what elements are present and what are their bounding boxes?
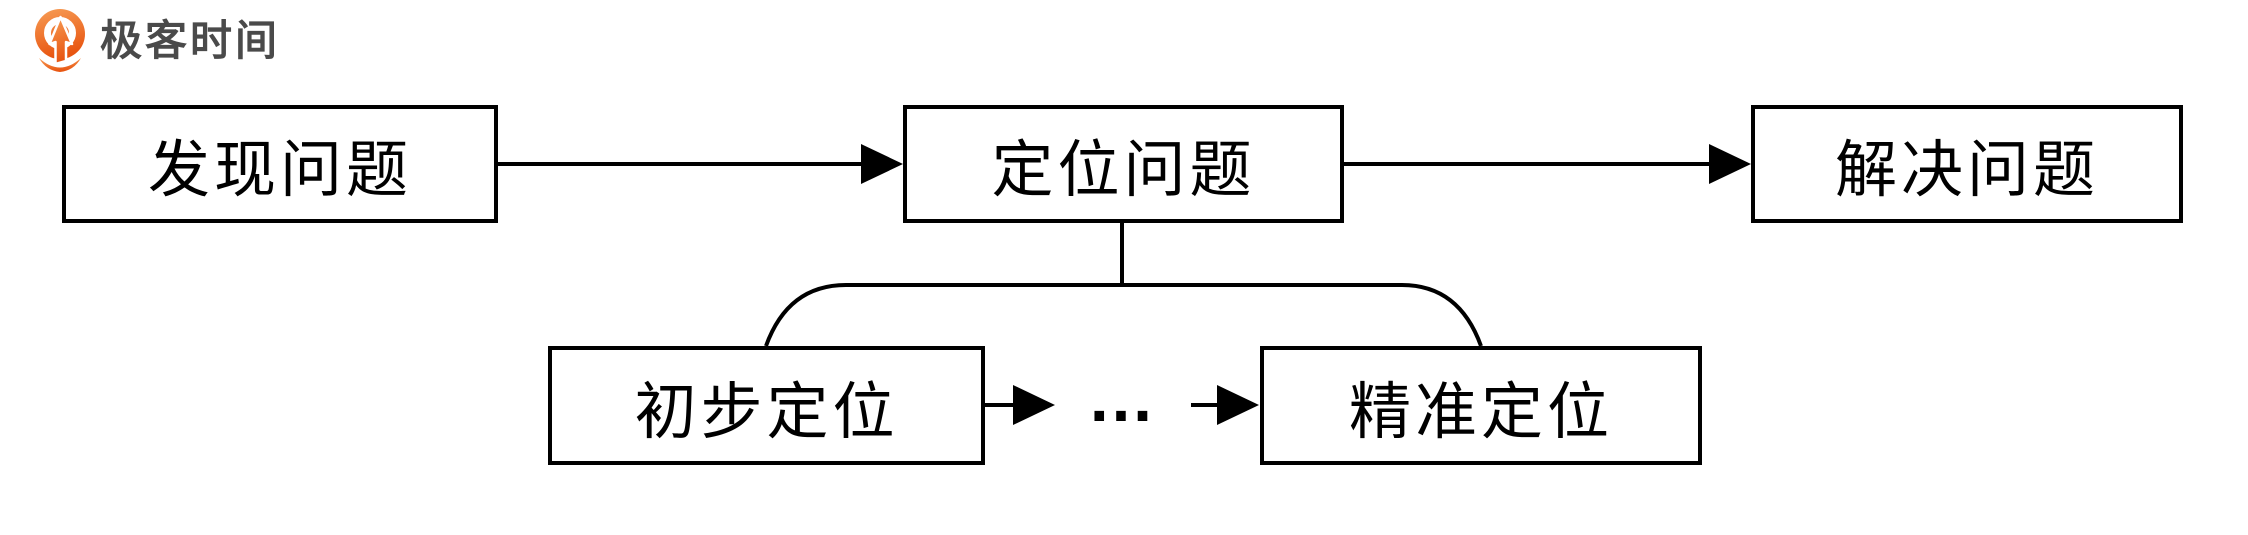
flow-node-locate-problem: 定位问题 [903,105,1344,223]
flow-node-precise-locate: 精准定位 [1260,346,1702,465]
flow-node-discover-problem: 发现问题 [62,105,498,223]
arrowhead-locate-to-solve [1709,144,1751,184]
flow-node-label: 定位问题 [991,136,1256,205]
flow-node-initial-locate: 初步定位 [548,346,985,465]
flow-node-solve-problem: 解决问题 [1751,105,2183,223]
flow-node-label: 精准定位 [1348,377,1613,447]
arrowhead-discover-to-locate [861,144,903,184]
flow-node-label: 解决问题 [1834,136,2099,205]
arrowhead-initial-to-ellipsis [1013,385,1055,425]
geektime-logo-icon [34,9,86,72]
flow-node-label: 初步定位 [634,377,899,447]
brace-curve-locate-split [764,283,1483,347]
logo-text: 极客时间 [100,17,281,64]
ellipsis-between-sub-steps: … [1087,360,1159,436]
logo: 极客时间 [34,6,280,76]
arrowhead-ellipsis-to-precise [1217,385,1259,425]
flow-node-label: 发现问题 [147,136,412,205]
